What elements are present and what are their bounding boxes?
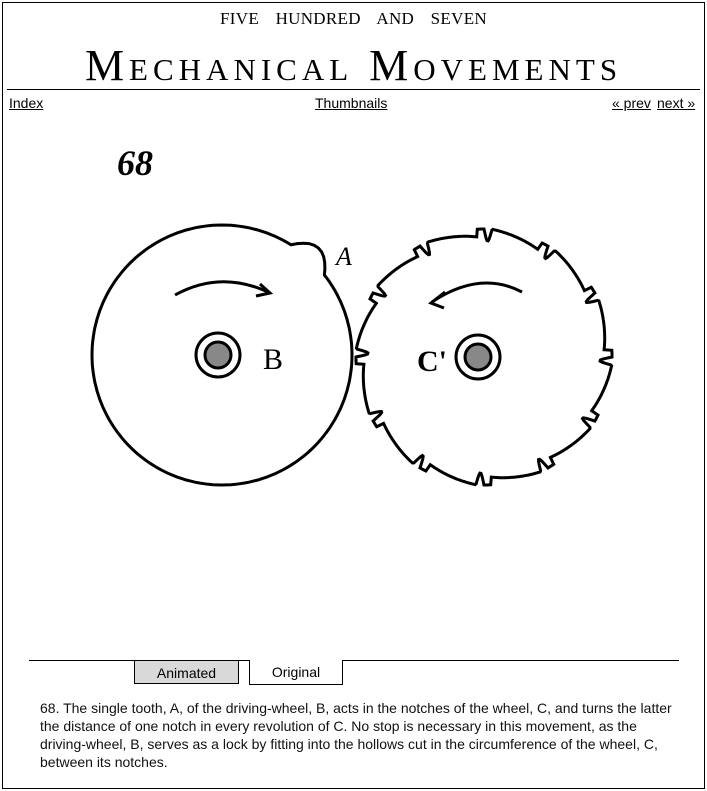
next-link[interactable]: next »: [657, 95, 696, 111]
label-c: C': [417, 345, 447, 378]
thumbnails-link[interactable]: Thumbnails: [315, 95, 388, 111]
arrow-head-c: [427, 290, 446, 310]
supertitle: FIVE HUNDRED AND SEVEN: [220, 9, 487, 28]
figure-number: 68: [117, 143, 153, 183]
hub-b: [194, 331, 242, 379]
description: 68. The single tooth, A, of the driving-…: [40, 700, 672, 770]
mechanism-illustration: 68 A B C': [90, 143, 614, 487]
header-divider: [7, 89, 700, 90]
prev-link[interactable]: « prev: [612, 95, 651, 111]
index-link[interactable]: Index: [9, 95, 44, 111]
page-title: Mechanical Movements: [84, 41, 623, 90]
notched-wheel-c: [354, 227, 614, 487]
tab-animated[interactable]: Animated: [134, 660, 239, 684]
tab-bar-line: [29, 660, 679, 661]
rotation-arrow-c: [431, 281, 523, 304]
hub-c: [454, 333, 502, 381]
label-b: B: [263, 343, 283, 376]
arrow-head-b: [255, 282, 274, 298]
rotation-arrow-b: [174, 280, 269, 297]
tab-original[interactable]: Original: [249, 660, 343, 685]
label-a: A: [334, 242, 352, 271]
driving-wheel-b: [90, 223, 354, 487]
